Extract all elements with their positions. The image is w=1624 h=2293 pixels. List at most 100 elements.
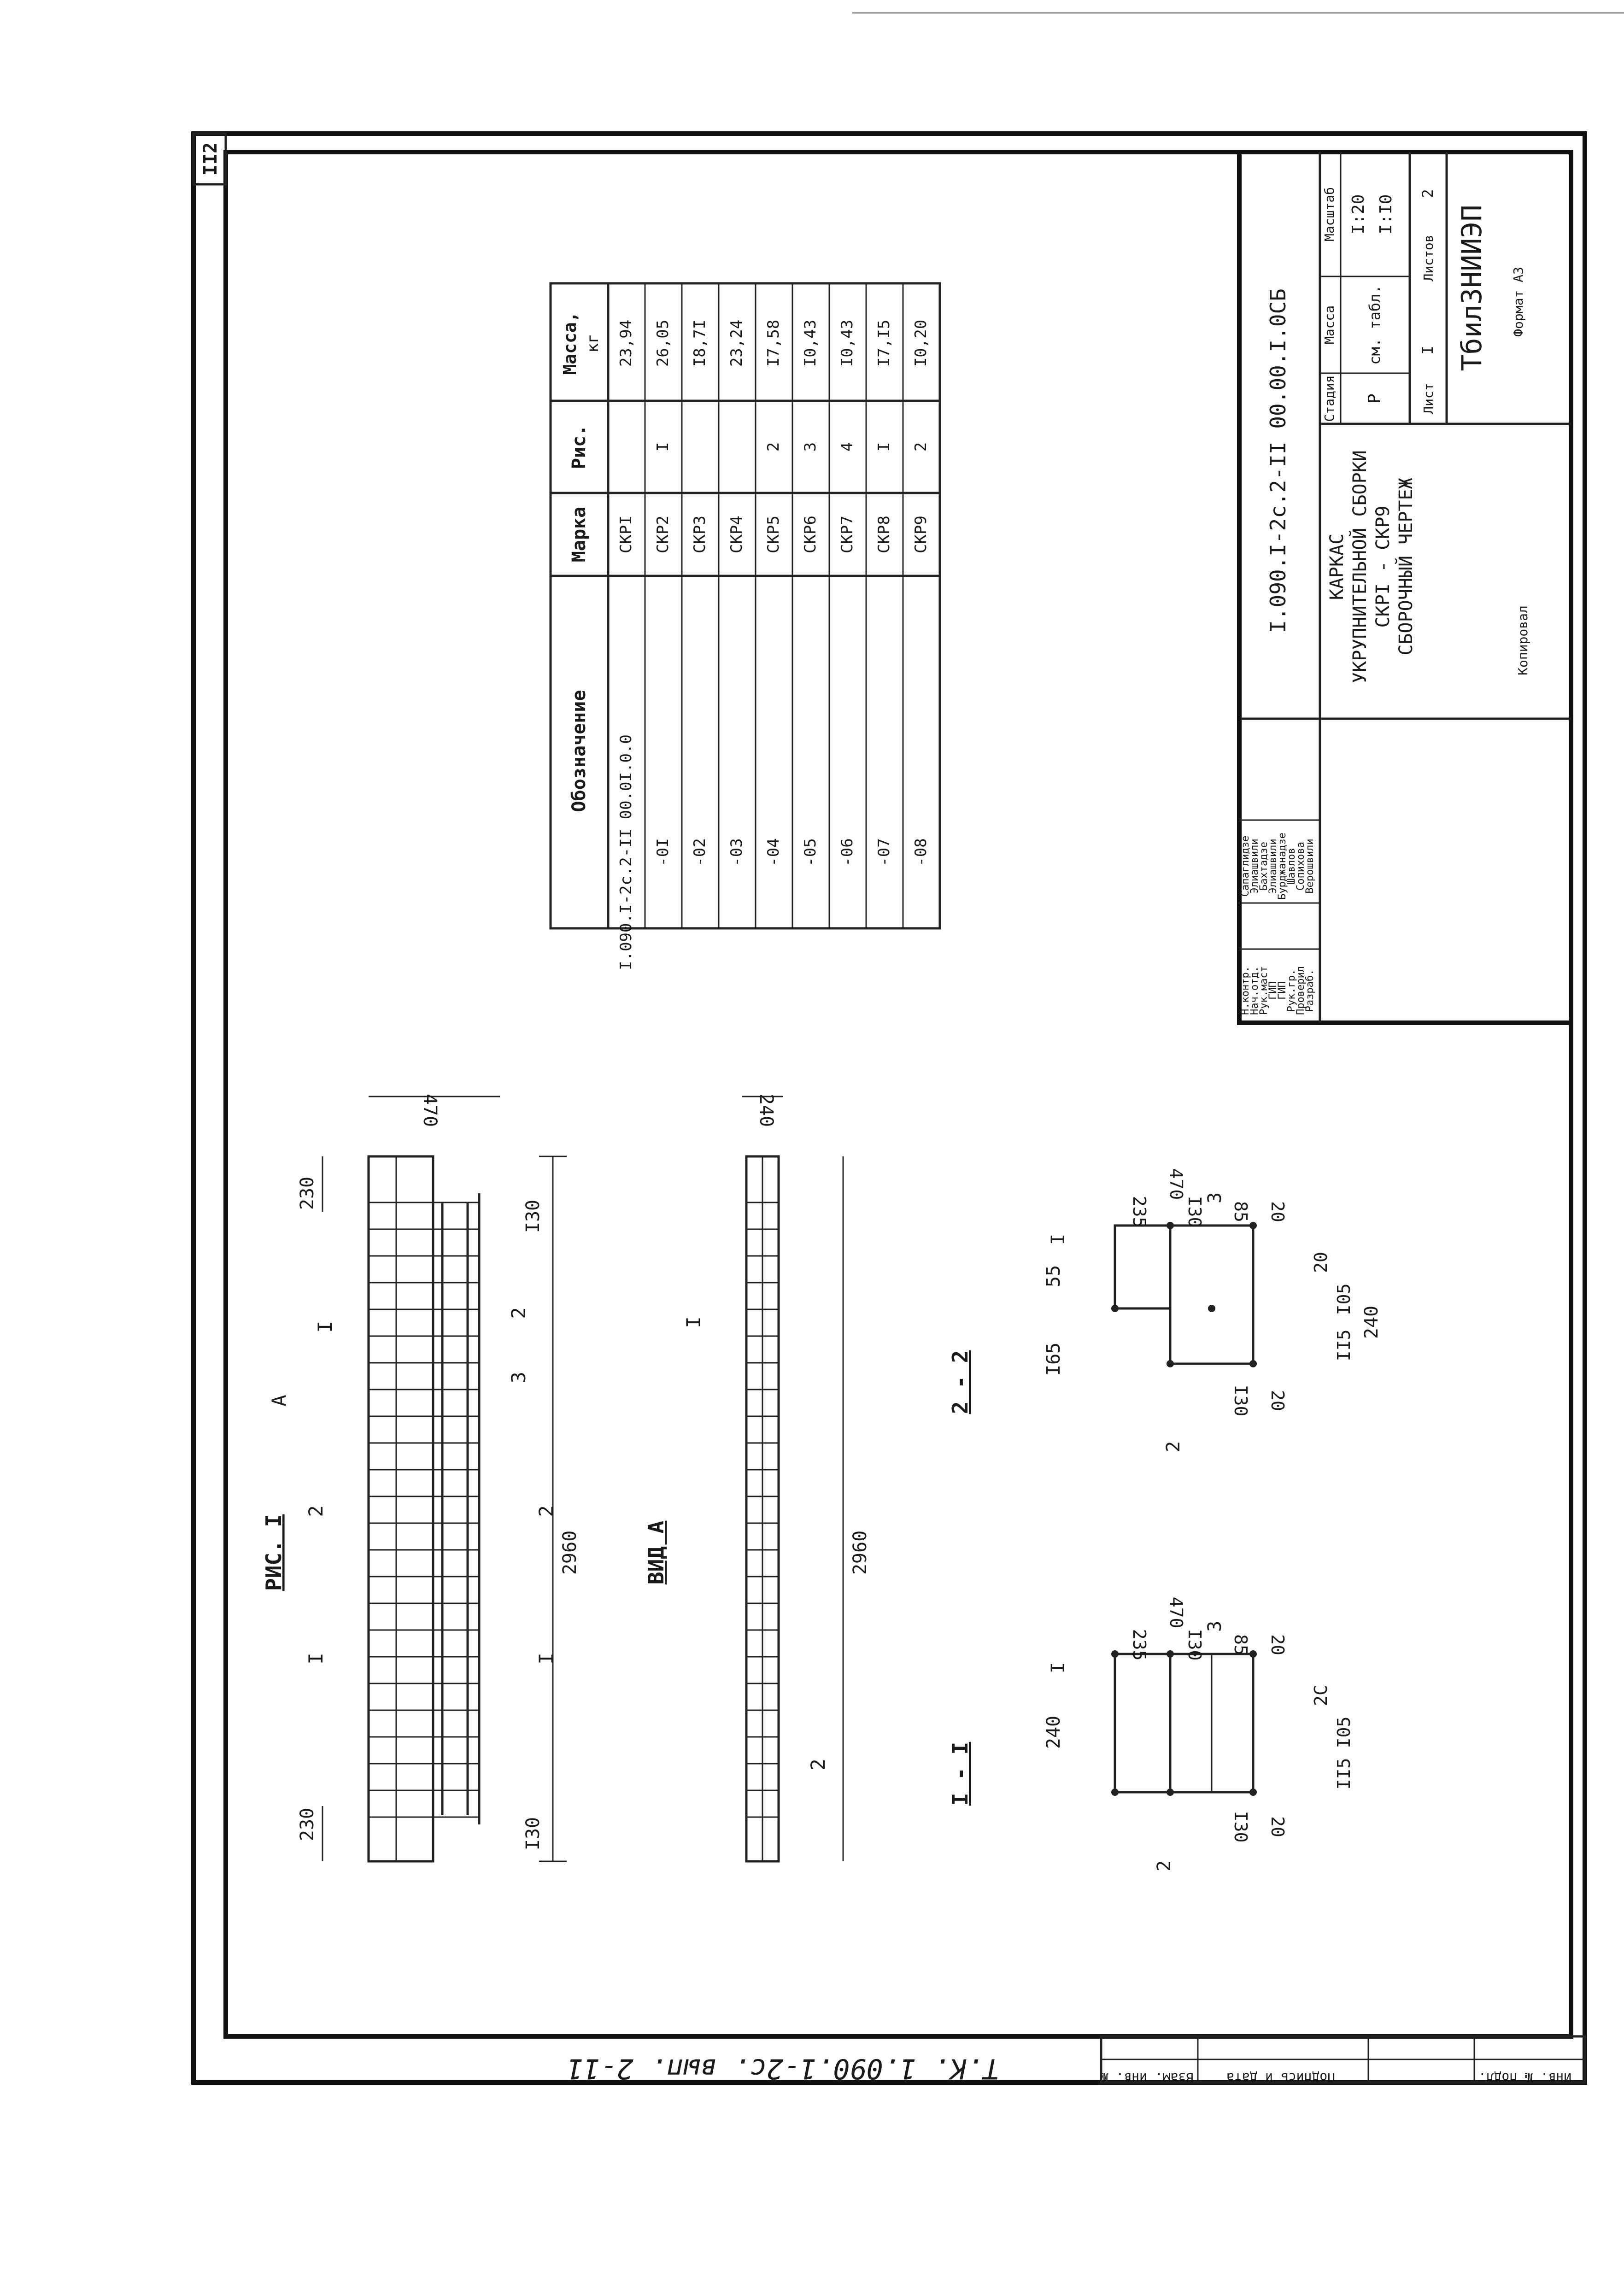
spec-row-oboz: -02 <box>691 838 709 866</box>
spec-row-marka: СКР4 <box>727 516 746 553</box>
tb-role-name: Элиашвили <box>1249 839 1261 893</box>
sec2-pos-3: 3 <box>1204 1192 1225 1203</box>
sheet-number: II2 <box>200 142 221 176</box>
spec-header-massa-unit: кг <box>584 334 602 353</box>
spec-row-ris: 4 <box>838 442 856 452</box>
copied-label: Копировал <box>1515 605 1530 675</box>
tb-role: Нач.отд. <box>1249 966 1261 1015</box>
spec-row-marka: СКРI <box>617 516 635 553</box>
sec2-dim-130b: I30 <box>1231 1385 1251 1417</box>
side-podpis: Подпись и дата <box>1226 2070 1335 2085</box>
sec-mark-2a: 2 <box>305 1505 327 1517</box>
tb-name-2: УКРУПНИТЕЛЬНОЙ СБОРКИ <box>1348 450 1371 683</box>
spec-header-massa: Масса, <box>560 311 580 375</box>
pos-3-ris: 3 <box>507 1372 530 1383</box>
sec1-pos-3: 3 <box>1204 1621 1225 1632</box>
sec1-dim-130b: I30 <box>1231 1811 1251 1843</box>
tb-role: Рук.гр. <box>1286 969 1297 1012</box>
tb-list-label: Лист <box>1421 383 1436 414</box>
pos-1-vid: I <box>682 1316 705 1328</box>
tb-role-name: Шавлов <box>1286 848 1297 884</box>
spec-row-massa: 23,94 <box>617 320 635 367</box>
sheet-number-box <box>192 132 227 186</box>
side-stamp: Инв. № подл. Подпись и дата Взам. инв. №… <box>567 2035 1586 2085</box>
spec-row-oboz: I.090.I-2c.2-II 00.0I.0.0 <box>617 734 635 970</box>
spec-row-ris: 2 <box>764 442 783 452</box>
spec-row-ris: 3 <box>801 442 820 452</box>
sec2-dim-130: I30 <box>1184 1196 1205 1228</box>
dim-470-ris: 470 <box>419 1094 440 1127</box>
tb-masshtab-label: Масштаб <box>1322 187 1337 241</box>
pos-2-vid: 2 <box>807 1759 829 1770</box>
ris1-elevation: 2960 230 230 I30 I30 470 РИС. I I I 2 2 … <box>261 1094 580 1863</box>
dim-130-top: I30 <box>522 1200 544 1233</box>
tb-role-name: Верошвили <box>1304 839 1316 893</box>
spec-row-massa: 23,24 <box>727 320 746 367</box>
tb-designation: I.090.I-2c.2-II 00.00.I.0СБ <box>1266 288 1290 633</box>
sec1-dim-2c: 2С <box>1311 1685 1331 1706</box>
tb-org: ТбилЗНИИЭП <box>1456 205 1488 371</box>
sec1-dim-85: 85 <box>1231 1634 1251 1655</box>
spec-row-massa: I0,43 <box>801 320 820 367</box>
tb-masshtab-1: I:20 <box>1349 194 1368 235</box>
tb-stadia-label: Стадия <box>1322 375 1337 422</box>
tb-masshtab-2: I:I0 <box>1377 194 1395 235</box>
tb-role: Н.контр. <box>1240 966 1251 1015</box>
spec-row-ris: 2 <box>912 442 930 452</box>
vid-a: 2960 240 ВИД А I 2 <box>644 1094 871 1863</box>
tb-role-name: Бурджанадзе <box>1277 833 1288 900</box>
section-2-2: 2 - 2 470 235 I30 85 20 I65 55 I05 II5 2… <box>948 1168 1382 1452</box>
sec1-dim-115: II5 <box>1334 1758 1354 1790</box>
format-label: Формат А3 <box>1511 267 1526 337</box>
spec-table: Обозначение Марка Рис. Масса, кг I.090.I… <box>549 282 941 970</box>
sec1-pos-1: I <box>1048 1662 1069 1673</box>
sec2-dim-20b: 20 <box>1311 1252 1331 1273</box>
spec-header-marka: Марка <box>569 507 590 562</box>
sec-mark-1b: I <box>535 1653 557 1664</box>
spec-row-marka: СКР6 <box>801 516 820 553</box>
view-mark-A: А <box>268 1395 290 1406</box>
dim-2960-vid: 2960 <box>850 1531 871 1575</box>
sec1-title: I - I <box>948 1742 973 1806</box>
spec-row-marka: СКР5 <box>764 516 783 553</box>
pos-2-ris: 2 <box>507 1307 530 1319</box>
tb-role: Проверил <box>1295 966 1307 1015</box>
tb-name-1: КАРКАС <box>1326 534 1348 600</box>
sec-mark-1a: I <box>305 1653 327 1664</box>
tb-listov-label: Листов <box>1421 235 1436 281</box>
sec2-dim-240: 240 <box>1361 1306 1382 1339</box>
sec1-dim-105: I05 <box>1334 1717 1354 1748</box>
spec-row-massa: I0,43 <box>838 320 856 367</box>
side-vzam: Взам. инв. № <box>1101 2070 1194 2085</box>
spec-row-oboz: -07 <box>875 838 893 866</box>
sec2-dim-115: II5 <box>1334 1330 1354 1361</box>
spec-row-oboz: -08 <box>912 838 930 866</box>
sec2-title: 2 - 2 <box>948 1350 973 1414</box>
tb-listov: 2 <box>1419 189 1436 198</box>
sec1-dim-235: 235 <box>1129 1629 1149 1661</box>
tb-role-name: Элиашвили <box>1267 839 1279 893</box>
sec2-dim-20: 20 <box>1267 1201 1288 1222</box>
outer-frame <box>191 131 1587 2085</box>
sec2-dim-85: 85 <box>1231 1201 1251 1222</box>
sec-mark-2b: 2 <box>535 1505 557 1517</box>
sec1-dim-20: 20 <box>1267 1634 1288 1655</box>
sec2-pos-1: I <box>1048 1234 1069 1245</box>
spec-row-oboz: -04 <box>764 838 783 866</box>
sec1-pos-2: 2 <box>1154 1860 1175 1871</box>
spec-row-marka: СКР9 <box>912 516 930 553</box>
dim-230-top: 230 <box>297 1177 318 1210</box>
tb-list: I <box>1419 346 1436 354</box>
tb-role: Рук.маст <box>1258 966 1270 1015</box>
spec-row-marka: СКР3 <box>691 516 709 553</box>
sec2-dim-55: 55 <box>1043 1265 1064 1287</box>
ris1-title: РИС. I <box>261 1514 286 1591</box>
section-1-1: I - I 470 235 I30 85 20 240 I05 II5 2С I… <box>948 1597 1354 1871</box>
sec1-dim-130: I30 <box>1184 1629 1205 1661</box>
tb-stadia: Р <box>1365 393 1384 404</box>
spec-row-marka: СКР2 <box>654 516 672 553</box>
sec2-dim-235: 235 <box>1129 1196 1149 1228</box>
vid-title: ВИД А <box>644 1521 668 1584</box>
spec-row-marka: СКР7 <box>838 516 856 553</box>
